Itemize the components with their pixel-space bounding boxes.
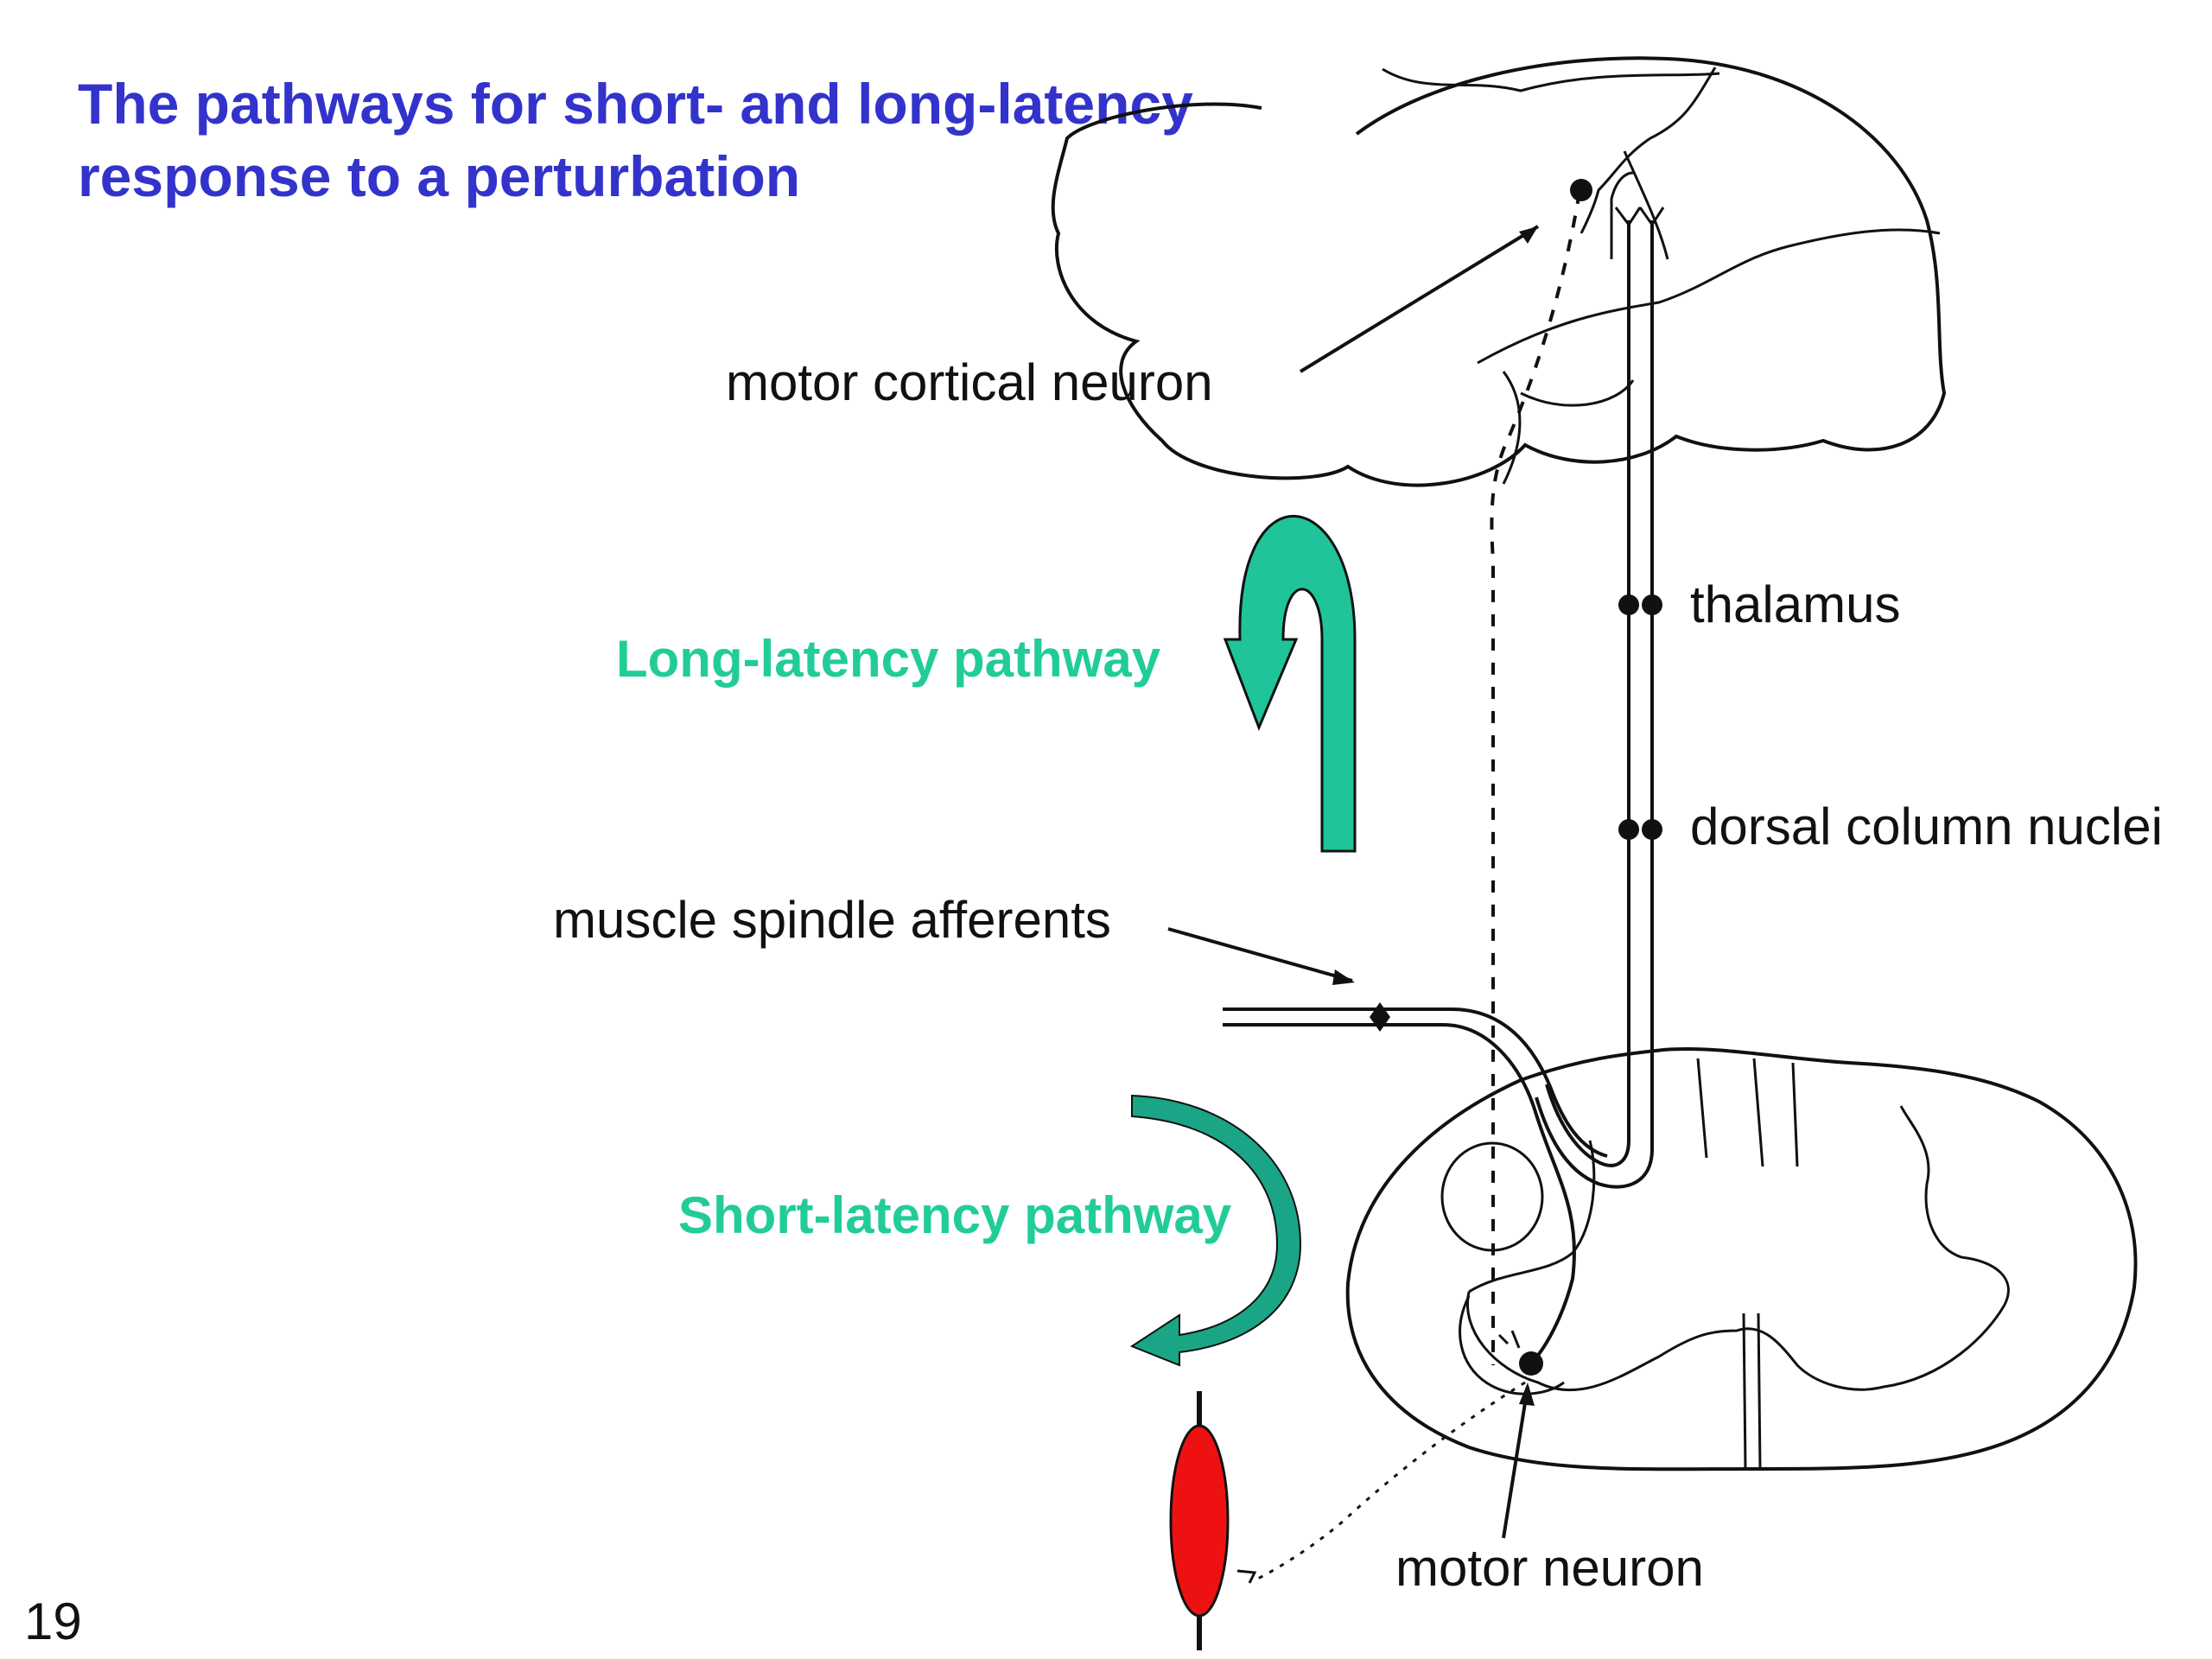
- spinal-cord-outline: [1345, 1046, 2138, 1471]
- cerebellum-outline: [1502, 371, 1635, 485]
- muscle-spindle-afferent-lower: [1223, 1023, 1576, 1367]
- brain-midline: [1610, 171, 1634, 259]
- ventral-horn-left: [1459, 1295, 1565, 1395]
- motor-neuron-soma: [1519, 1351, 1543, 1376]
- muscle-spindle-afferents-pointer: [1167, 927, 1353, 982]
- motor-neuron-arrowhead: [1519, 1382, 1535, 1406]
- label-long-latency-pathway: Long-latency pathway: [616, 630, 1161, 688]
- thalamus-nucleus-left: [1618, 594, 1639, 615]
- brain-outline: [1051, 56, 1947, 487]
- slide-title-line-1: The pathways for short- and long-latency: [78, 72, 1193, 136]
- motor-axon-dotted: [1252, 1381, 1526, 1583]
- corticospinal-dashed-tract: [1490, 191, 1581, 1365]
- slide-number: 19: [24, 1592, 82, 1650]
- brain-top-fold: [1382, 67, 1720, 92]
- motor-neuron-dendrites: [1497, 1330, 1521, 1349]
- muscle-spindle-afferents-arrowhead: [1332, 969, 1355, 985]
- label-muscle-spindle-afferents: muscle spindle afferents: [553, 891, 1111, 949]
- neuromuscular-junction: [1236, 1569, 1257, 1584]
- temporal-lobe-outline: [1477, 228, 1941, 365]
- thalamus-nucleus-right: [1642, 594, 1662, 615]
- muscle-spindle-afferent-upper: [1223, 1007, 1608, 1158]
- motor-neuron-pointer: [1502, 1386, 1529, 1539]
- motor-cortical-neuron-arrowhead: [1519, 226, 1538, 244]
- grey-matter-outline: [1466, 1105, 2010, 1392]
- dorsal-column-tract-left: [1545, 220, 1630, 1167]
- brain-sulcus: [1580, 67, 1717, 234]
- dorsal-column-nucleus-left: [1618, 819, 1639, 840]
- slide-title-line-2: response to a perturbation: [78, 144, 801, 208]
- label-dorsal-column-nuclei: dorsal column nuclei: [1690, 798, 2163, 855]
- short-latency-arrow: [1129, 1094, 1302, 1367]
- long-latency-arrow: [1223, 514, 1357, 853]
- dorsal-septum: [1696, 1058, 1799, 1470]
- tract-top-forks: [1614, 207, 1665, 227]
- motor-cortical-neuron-soma: [1570, 179, 1592, 201]
- dorsal-root-ganglion: [1370, 1002, 1390, 1032]
- label-thalamus: thalamus: [1690, 575, 1901, 633]
- label-motor-neuron: motor neuron: [1395, 1539, 1704, 1597]
- dorsal-column-nucleus-right: [1642, 819, 1662, 840]
- label-short-latency-pathway: Short-latency pathway: [678, 1186, 1232, 1244]
- dorsal-horn-ellipse: [1440, 1141, 1544, 1252]
- dorsal-column-tract-right: [1535, 220, 1654, 1189]
- motor-cortical-neuron-pointer: [1299, 225, 1540, 373]
- brain-side-fold: [1623, 150, 1669, 260]
- muscle-body: [1169, 1424, 1230, 1618]
- label-motor-cortical-neuron: motor cortical neuron: [726, 353, 1213, 411]
